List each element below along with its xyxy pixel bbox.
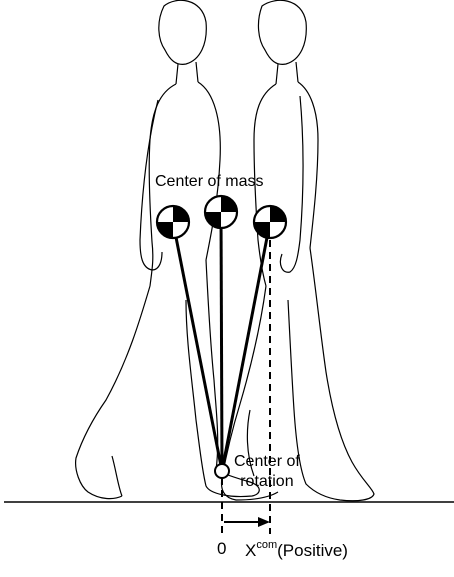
walker-right-head: [258, 0, 306, 64]
xcom-label: Xcom(Positive): [245, 540, 348, 559]
center-of-rotation-line-2: rotation: [234, 472, 300, 492]
center-of-rotation-line-1: Center of: [234, 452, 300, 472]
walker-left-back-leg: [76, 286, 150, 499]
xcom-label-base: X: [245, 541, 256, 560]
rotation-marker-icon: [215, 464, 229, 478]
walker-right-front-leg: [288, 248, 374, 501]
origin-label: 0: [217, 540, 226, 557]
walker-right-arm: [280, 96, 303, 272]
xcom-label-superscript: com: [256, 539, 277, 551]
walker-figure-right: [222, 0, 374, 500]
xcom-label-suffix: (Positive): [277, 541, 348, 560]
pendulum-rod-right: [222, 222, 270, 471]
right-arrow-icon: [224, 517, 270, 527]
center-of-rotation-label: Center of rotation: [234, 452, 300, 492]
com-marker-right: [254, 206, 286, 238]
pendulum-rod-center: [221, 212, 222, 471]
com-marker-center: [205, 196, 237, 228]
center-of-mass-label: Center of mass: [155, 174, 263, 190]
com-marker-left: [157, 206, 189, 238]
walker-left-head: [159, 0, 206, 64]
